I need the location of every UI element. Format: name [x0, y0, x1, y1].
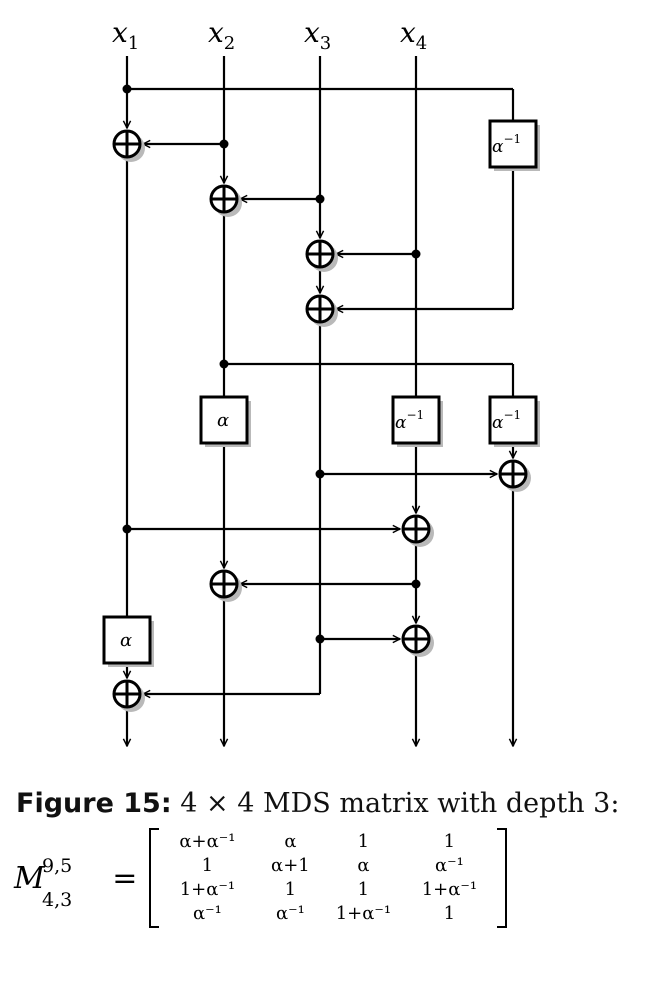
wires-horizontal: [127, 87, 513, 694]
svg-text:α−1: α−1: [492, 408, 521, 433]
xor-gate: [209, 569, 242, 602]
input-label-x1: x1: [112, 16, 139, 54]
svg-text:α: α: [217, 410, 229, 431]
matrix-cell: 1: [357, 831, 370, 852]
matrix-cell: 1: [201, 855, 214, 876]
matrix-subscript: 4,3: [42, 888, 73, 911]
xor-gate: [401, 514, 434, 547]
matrix-superscript: 9,5: [42, 854, 73, 877]
junction-dots: [122, 84, 421, 644]
alpha-inverse-box: α−1: [391, 395, 443, 447]
svg-text:α−1: α−1: [395, 408, 424, 433]
xor-gate: [401, 624, 434, 657]
matrix-cell: 1: [443, 831, 456, 852]
circuit-diagram: x1 x2 x3 x4: [102, 16, 540, 780]
input-label-x2: x2: [208, 16, 235, 54]
input-label-x4: x4: [400, 16, 427, 54]
figure-caption: Figure 15: 4 × 4 MDS matrix with depth 3…: [16, 788, 619, 819]
figure-label: Figure 15:: [16, 788, 172, 819]
matrix-cell: 1: [357, 879, 370, 900]
matrix-cell: 1: [284, 879, 297, 900]
matrix-cell: α⁻¹: [192, 903, 222, 924]
xor-gate: [112, 129, 145, 162]
matrix-cell: α+α⁻¹: [179, 831, 236, 852]
xor-gate: [305, 294, 338, 327]
matrix-bracket-left: [149, 828, 160, 928]
alpha-inverse-box: α−1: [488, 119, 540, 171]
xor-gate: [305, 239, 338, 272]
alpha-box: α: [102, 615, 154, 667]
equals-sign: =: [112, 860, 138, 896]
alpha-box: α: [199, 395, 251, 447]
matrix-bracket-right: [497, 828, 508, 928]
alpha-inverse-box: α−1: [488, 395, 540, 447]
matrix-grid: α+α⁻¹ α 1 1 1 α+1 α α⁻¹ 1+α⁻¹ 1 1 1+α⁻¹ …: [159, 830, 497, 926]
input-label-x3: x3: [304, 16, 331, 54]
matrix-cell: α+1: [271, 855, 310, 876]
matrix-cell: α⁻¹: [275, 903, 305, 924]
matrix-cell: 1+α⁻¹: [421, 879, 478, 900]
matrix-cell: α⁻¹: [434, 855, 464, 876]
figure-caption-text: 4 × 4 MDS matrix with depth 3:: [180, 788, 620, 819]
matrix-cell: 1: [443, 903, 456, 924]
matrix-equation: M 9,5 4,3 = α+α⁻¹ α 1 1 1 α+1 α α⁻¹ 1+α⁻…: [14, 826, 508, 930]
xor-gate: [112, 679, 145, 712]
matrix-cell: α: [284, 831, 297, 852]
svg-text:α: α: [120, 630, 132, 651]
xor-gate: [209, 184, 242, 217]
xor-gate: [498, 459, 531, 492]
matrix-cell: 1+α⁻¹: [179, 879, 236, 900]
matrix-cell: 1+α⁻¹: [335, 903, 392, 924]
matrix-name: M 9,5 4,3 =: [14, 854, 138, 911]
svg-text:α−1: α−1: [492, 132, 521, 157]
matrix-cell: α: [357, 855, 370, 876]
